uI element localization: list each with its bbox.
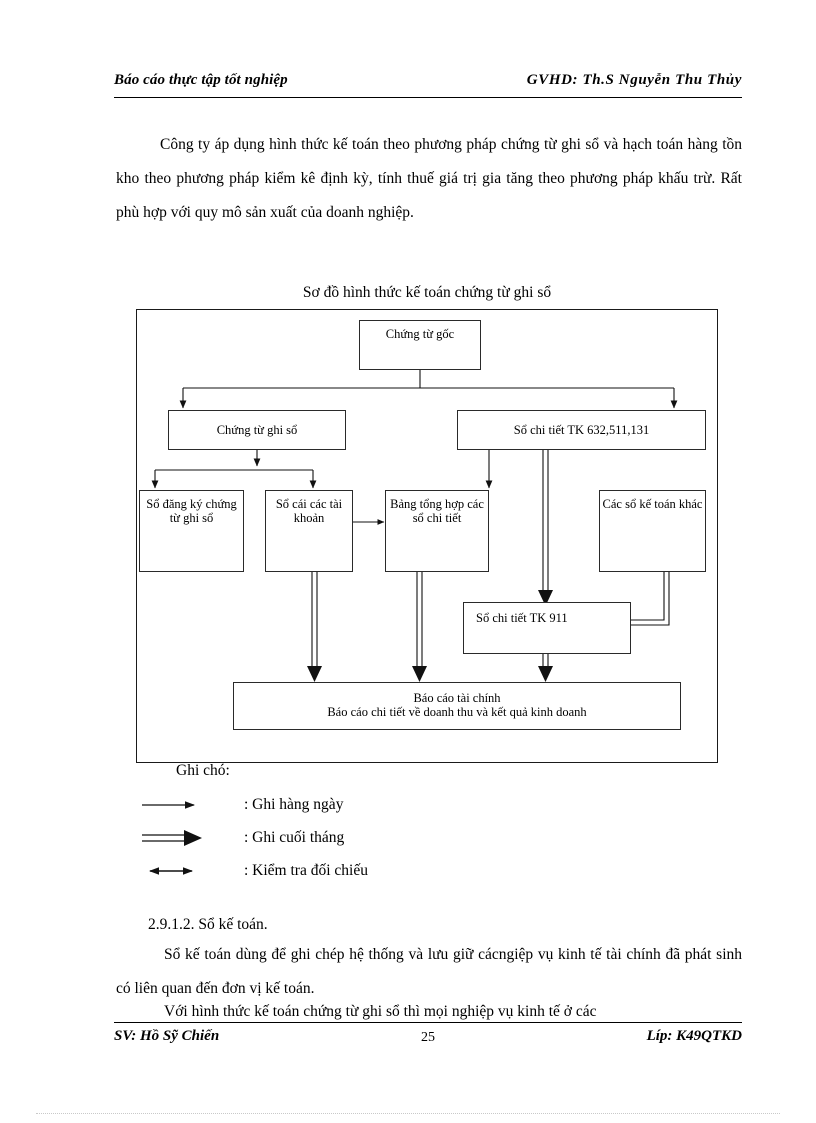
- diagram-box-summary-table: Bảng tổng hợp các sổ chi tiết: [385, 490, 489, 572]
- box-label: Sổ cái các tài khoản: [275, 497, 343, 525]
- diagram-box-register: Sổ đăng ký chứng từ ghi sổ: [139, 490, 244, 572]
- diagram-box-other-books: Các sổ kế toán khác: [599, 490, 706, 572]
- double-arrow-icon: [136, 827, 222, 849]
- diagram-box-general-ledger: Sổ cái các tài khoản: [265, 490, 353, 572]
- arrowhead: [307, 666, 322, 682]
- diagram-box-report: Báo cáo tài chính Báo cáo chi tiết về do…: [233, 682, 681, 730]
- scanner-artifact-line: [36, 1113, 780, 1115]
- arrowhead: [538, 666, 553, 682]
- accounting-flow-diagram: Chứng từ gốc Chứng từ ghi sổ Sổ chi tiết…: [136, 309, 718, 763]
- footer-divider: [114, 1022, 742, 1023]
- box-label: Chứng từ ghi sổ: [216, 423, 298, 437]
- legend-label: : Kiểm tra đối chiếu: [244, 862, 368, 879]
- section-heading: 2.9.1.2. Sổ kế toán.: [148, 916, 268, 933]
- diagram-box-source-doc: Chứng từ gốc: [359, 320, 481, 370]
- page-footer: SV: Hồ Sỹ Chiến 25 Líp: K49QTKD: [114, 1028, 742, 1045]
- footer-page-number: 25: [421, 1030, 435, 1045]
- diagram-box-detail-ledger: Sổ chi tiết TK 632,511,131: [457, 410, 706, 450]
- diagram-box-tk911: Sổ chi tiết TK 911: [463, 602, 631, 654]
- box-label: Sổ đăng ký chứng từ ghi sổ: [146, 497, 237, 525]
- box-label: Sổ chi tiết TK 911: [476, 611, 568, 625]
- footer-class: Líp: K49QTKD: [646, 1028, 742, 1044]
- footer-student-name: SV: Hồ Sỹ Chiến: [114, 1028, 220, 1044]
- page-header: Báo cáo thực tập tốt nghiệp GVHD: Th.S N…: [114, 72, 742, 89]
- legend-title: Ghi chó:: [176, 762, 230, 779]
- paragraph-accounting-books: Sổ kế toán dùng để ghi chép hệ thống và …: [116, 946, 742, 997]
- paragraph-voucher-form: Với hình thức kế toán chứng từ ghi sổ th…: [164, 1003, 597, 1020]
- box-label: Các sổ kế toán khác: [602, 497, 703, 511]
- legend-item-month-end: : Ghi cuối tháng: [136, 824, 556, 852]
- legend-label: : Ghi hàng ngày: [244, 796, 344, 813]
- box-label: Bảng tổng hợp các sổ chi tiết: [390, 497, 484, 525]
- header-title-left: Báo cáo thực tập tốt nghiệp: [114, 72, 288, 88]
- report-line-2: Báo cáo chi tiết về doanh thu và kết quả…: [327, 705, 587, 719]
- box-label-group: Báo cáo tài chính Báo cáo chi tiết về do…: [327, 691, 586, 729]
- box-label: Chứng từ gốc: [385, 327, 455, 341]
- box-label: Sổ chi tiết TK 632,511,131: [513, 423, 650, 437]
- legend-item-cross-check: : Kiểm tra đối chiếu: [136, 857, 556, 885]
- paragraph-intro: Công ty áp dụng hình thức kế toán theo p…: [116, 136, 742, 221]
- report-line-1: Báo cáo tài chính: [413, 691, 501, 705]
- diagram-box-voucher: Chứng từ ghi sổ: [168, 410, 346, 450]
- bidirectional-arrow-icon: [136, 860, 222, 882]
- legend-label: : Ghi cuối tháng: [244, 829, 345, 846]
- diagram-title: Sơ đồ hình thức kế toán chứng từ ghi sổ: [302, 284, 552, 301]
- legend-item-daily: : Ghi hàng ngày: [136, 791, 556, 819]
- header-title-right: GVHD: Th.S Nguyễn Thu Thủy: [526, 72, 742, 88]
- single-arrow-icon: [136, 794, 222, 816]
- header-divider: [114, 97, 742, 98]
- arrowhead: [412, 666, 427, 682]
